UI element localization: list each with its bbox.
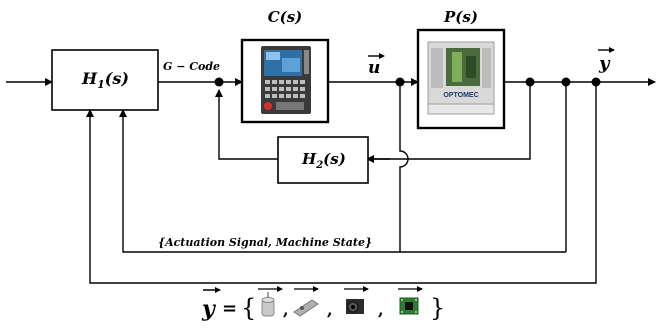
junction-h2 — [525, 77, 535, 87]
camera-sensor-icon — [346, 299, 364, 314]
svg-text:H1(s): H1(s) — [81, 69, 129, 91]
h1-subscript: 1 — [97, 78, 105, 91]
output-equation: y = { , , , — [201, 286, 445, 322]
equation-open-brace: { — [241, 294, 256, 322]
svg-text:H2(s): H2(s) — [301, 150, 346, 171]
h2-feedback-in — [368, 82, 531, 160]
h2-subscript: 2 — [315, 160, 323, 171]
junctions — [214, 77, 601, 87]
equation-sep-2: , — [327, 300, 333, 319]
feedback-label: {Actuation Signal, Machine State} — [158, 236, 372, 249]
h2-block: H2(s) — [277, 136, 369, 184]
cnc-controller-icon — [261, 46, 311, 114]
equation-sep-3: , — [378, 300, 384, 319]
machine-brand: OPTOMEC — [443, 92, 478, 99]
probe-sensor-icon — [293, 299, 319, 317]
h1-arg: (s) — [105, 69, 129, 88]
svg-text:u: u — [368, 58, 380, 78]
y-label: y — [598, 47, 615, 74]
junction-y — [591, 77, 601, 87]
equation-close-brace: } — [430, 294, 445, 322]
h2-feedback-out — [215, 89, 278, 160]
h2-arg: (s) — [323, 150, 346, 168]
junction-state — [561, 77, 571, 87]
equation-sep-1: , — [283, 300, 289, 319]
accelerometer-sensor-icon — [261, 292, 275, 317]
signal-lines — [6, 78, 656, 284]
svg-text:y: y — [598, 53, 611, 74]
junction-u — [395, 77, 405, 87]
equation-lhs: y — [201, 296, 217, 322]
p-title: P(s) — [443, 8, 478, 26]
c-title: C(s) — [268, 8, 303, 26]
h1-block: H1(s) — [51, 49, 159, 111]
y-feedback-line — [86, 82, 597, 284]
c-block: C(s) — [240, 8, 330, 124]
h2-label: H — [301, 150, 317, 168]
circuit-board-sensor-icon — [399, 297, 419, 315]
machine-tool-icon: OPTOMEC — [427, 41, 495, 115]
equation-equals: = — [222, 298, 237, 319]
u-label: u — [368, 53, 385, 78]
junction-gcode — [214, 77, 224, 87]
gcode-label: G − Code — [163, 60, 220, 73]
h1-label: H — [81, 69, 98, 88]
u-feedback-line — [119, 82, 409, 253]
p-block: OPTOMEC P(s) — [416, 8, 506, 130]
